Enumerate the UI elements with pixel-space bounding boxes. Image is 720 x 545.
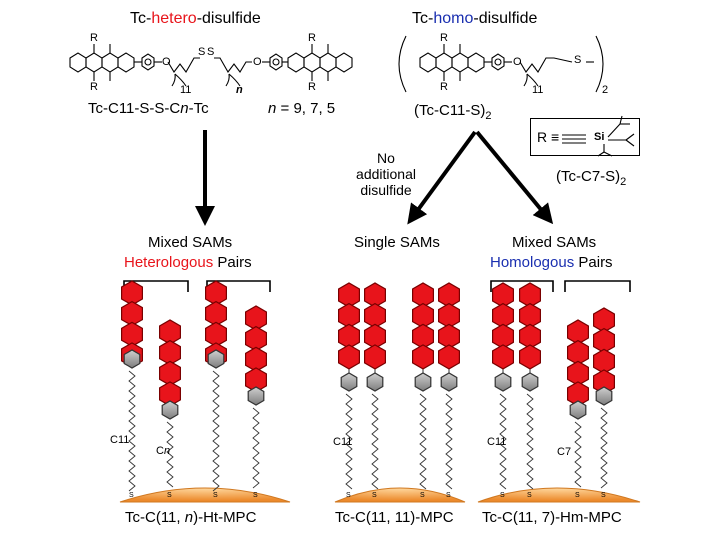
s-label-1: S (198, 46, 206, 58)
alkyl-chain (128, 370, 136, 492)
chain-label-cn: Cn (156, 445, 171, 457)
tetracene-ring (518, 344, 542, 370)
si-label: Si (594, 131, 605, 143)
alkyl-chain (252, 407, 260, 489)
mixed-sams-title-1: Mixed SAMs (148, 234, 233, 251)
bottom-label-single: Tc-C(11, 11)-MPC (335, 509, 454, 526)
surface-right (477, 487, 641, 503)
surface-middle (334, 487, 466, 503)
alkyl-chain (499, 393, 507, 490)
single-sams-title: Single SAMs (354, 234, 440, 251)
surface-left (119, 487, 291, 503)
alkyl-chain (419, 393, 427, 490)
hetero-disulfide-structure (69, 44, 353, 87)
phenyl-ring (595, 386, 613, 406)
alkyl-chain (166, 421, 174, 488)
arrow-note: No additional disulfide (346, 150, 426, 198)
r-definition-box (530, 118, 640, 156)
tetracene-ring (492, 344, 515, 370)
sulfur-atom: S (420, 492, 425, 499)
sulfur-atom: S (346, 492, 351, 499)
sub-2-label: 2 (602, 84, 609, 96)
tetracene-ring (338, 344, 360, 370)
bracket-3 (490, 280, 554, 292)
r-label-5: R (440, 32, 448, 44)
arrow-to-mixed (475, 130, 554, 225)
phenyl-ring (340, 372, 358, 392)
tetracene-ring (364, 344, 386, 370)
arrow-note-line-3: disulfide (360, 182, 412, 198)
sulfur-atom: S (129, 492, 134, 499)
phenyl-ring (207, 349, 225, 369)
homo-formula: (Tc-C11-S)2 (414, 102, 492, 122)
phenyl-ring (123, 349, 141, 369)
sub-11-label-1: 11 (180, 84, 192, 96)
r-label-4: R (308, 81, 316, 93)
s-label-3: S (574, 54, 582, 66)
alkyl-chain (371, 393, 379, 490)
phenyl-ring (440, 372, 458, 392)
sub-n-label: n (236, 84, 243, 96)
arrow-note-line-1: No (377, 150, 395, 166)
sub-11-label-2: 11 (532, 84, 544, 96)
sulfur-atom: S (527, 492, 532, 499)
hetero-formula: Tc-C11-S-S-Cn-Tc (88, 100, 209, 117)
r-label-2: R (90, 81, 98, 93)
o-label-1: O (162, 56, 171, 68)
alkyl-chain (345, 393, 353, 490)
sulfur-atom: S (601, 492, 606, 499)
alkyl-chain (574, 421, 582, 488)
n-values: n = 9, 7, 5 (268, 100, 336, 117)
bottom-label-ht: Tc-C(11, n)-Ht-MPC (125, 509, 257, 526)
r-label-3: R (308, 32, 316, 44)
alt-formula: (Tc-C7-S)2 (556, 168, 627, 188)
s-label-2: S (207, 46, 215, 58)
heterologous-pairs-title: Heterologous Pairs (124, 254, 252, 271)
bracket-4 (564, 280, 631, 292)
phenyl-ring (569, 400, 587, 420)
homo-disulfide-title: Tc-homo-disulfide (412, 10, 538, 27)
sulfur-atom: S (372, 492, 377, 499)
o-label-3: O (513, 56, 522, 68)
phenyl-ring (414, 372, 432, 392)
alkyl-chain (212, 370, 220, 492)
tetracene-ring (412, 344, 434, 370)
sulfur-atom: S (500, 492, 505, 499)
alkyl-chain (445, 393, 453, 490)
chain-label-c7: C7 (557, 446, 572, 458)
hetero-disulfide-title: Tc-hetero-disulfide (130, 10, 261, 27)
sulfur-atom: S (253, 492, 258, 499)
chain-label-c11-2: C11 (333, 436, 353, 448)
r-label-6: R (440, 81, 448, 93)
phenyl-ring (161, 400, 179, 420)
r-equiv-label: R ≡ (537, 129, 560, 145)
r-label-1: R (90, 32, 98, 44)
alkyl-chain (526, 393, 534, 490)
sulfur-atom: S (446, 492, 451, 499)
bottom-label-hm: Tc-C(11, 7)-Hm-MPC (482, 509, 622, 526)
sulfur-atom: S (167, 492, 172, 499)
arrow-note-line-2: additional (356, 166, 416, 182)
alkyl-chain (600, 407, 608, 489)
sulfur-atom: S (213, 492, 218, 499)
homologous-pairs-title: Homologous Pairs (490, 254, 613, 271)
chain-label-c11-1: C11 (110, 434, 130, 446)
mixed-sams-title-2: Mixed SAMs (512, 234, 597, 251)
sulfur-atom: S (575, 492, 580, 499)
phenyl-ring (494, 372, 512, 392)
phenyl-ring (366, 372, 384, 392)
arrow-to-single (407, 130, 477, 225)
phenyl-ring (521, 372, 539, 392)
o-label-2: O (253, 56, 262, 68)
chain-label-c11-3: C11 (487, 436, 507, 448)
phenyl-ring (247, 386, 265, 406)
tetracene-ring (438, 344, 460, 370)
